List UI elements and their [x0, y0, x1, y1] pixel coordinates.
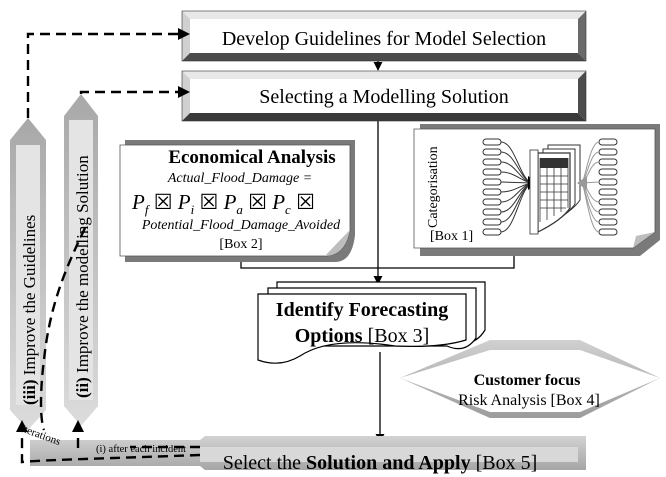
economic-title: Economical Analysis	[168, 147, 335, 168]
improve-modelling-band: (ii) Improve the modelling Solution	[64, 94, 98, 426]
left-item-list	[482, 138, 502, 236]
categorisation-label: Categorisation	[426, 146, 441, 228]
customer-focus-box: Customer focus Risk Analysis [Box 4]	[400, 340, 660, 418]
right-item-list	[598, 138, 618, 236]
forecasting-line2: Options [Box 3]	[295, 325, 429, 347]
improve-modelling-text: (ii) Improve the modelling Solution	[73, 155, 92, 398]
forecasting-line1: Identify Forecasting	[276, 299, 448, 321]
selecting-title: Selecting a Modelling Solution	[259, 86, 508, 108]
economic-ref: [Box 2]	[219, 237, 262, 252]
solution-label: Select the Solution and Apply [Box 5]	[223, 452, 538, 474]
categorisation-box: Categorisation [Box 1]	[413, 124, 660, 256]
solution-box: Select the Solution and Apply [Box 5]	[30, 436, 586, 474]
improve-guidelines-text: (iii) Improve the Guidelines	[20, 215, 39, 405]
customer-sub: Risk Analysis [Box 4]	[458, 392, 600, 409]
dashed-feedback	[20, 32, 201, 464]
guidelines-box: Develop Guidelines for Model Selection	[181, 10, 587, 62]
after-incident-label: (i) after each incident	[96, 444, 186, 455]
selecting-box: Selecting a Modelling Solution	[181, 70, 587, 122]
right-arrowhead	[577, 176, 587, 190]
svg-text:Pf ☒ Pi ☒ Pa ☒ Pc ☒: Pf ☒ Pi ☒ Pa ☒ Pc ☒	[131, 190, 315, 217]
customer-title: Customer focus	[474, 372, 581, 389]
table-document	[529, 144, 581, 235]
categorisation-ref: [Box 1]	[430, 229, 473, 244]
guidelines-title: Develop Guidelines for Model Selection	[222, 28, 546, 50]
dashed-arrowheads	[16, 28, 190, 432]
economic-formula: Pf ☒ Pi ☒ Pa ☒ Pc ☒	[131, 190, 315, 217]
economic-line1: Actual_Flood_Damage =	[167, 171, 312, 186]
forecasting-box: Identify Forecasting Options [Box 3]	[257, 281, 486, 364]
improve-guidelines-band: (iii) Improve the Guidelines	[10, 118, 46, 430]
economic-line3: Potential_Flood_Damage_Avoided	[141, 218, 341, 233]
economic-analysis-box: Economical Analysis Actual_Flood_Damage …	[119, 140, 355, 262]
